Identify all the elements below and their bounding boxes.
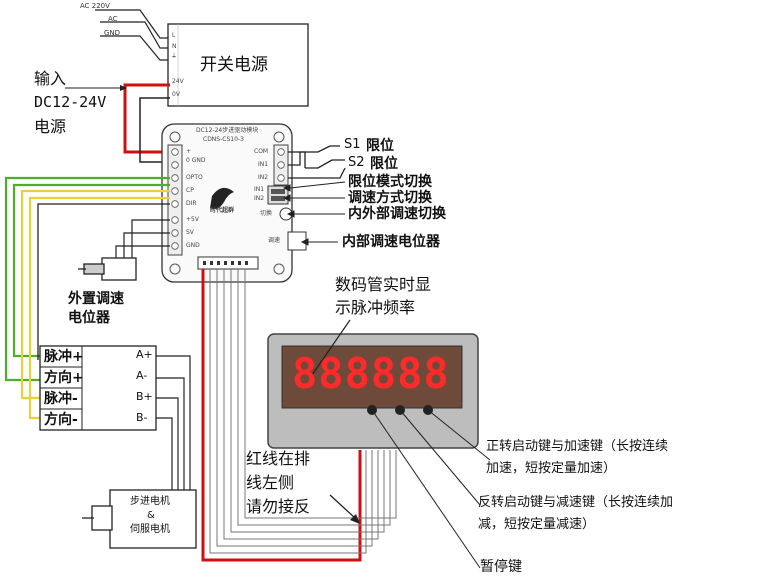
left-pin-1: 0 GND bbox=[186, 157, 206, 164]
left-pin-7: GND bbox=[186, 242, 200, 249]
forward-key-line2: 加速，短按定量加速） bbox=[486, 461, 617, 476]
internal-pot-label: 内部调速电位器 bbox=[342, 234, 440, 250]
driver-left-2: 脉冲- bbox=[44, 391, 78, 407]
ribbon-note-line3: 请勿接反 bbox=[246, 497, 311, 516]
left-pin-5: +5V bbox=[186, 216, 199, 223]
logo-mark bbox=[210, 187, 234, 210]
speed-mode-label: 调速方式切换 bbox=[348, 190, 432, 206]
s1-limit-label: 限位 bbox=[366, 138, 394, 154]
motor-wires bbox=[156, 355, 191, 500]
driver-left-0: 脉冲+ bbox=[44, 349, 84, 365]
out-0v-label: 0V bbox=[172, 91, 180, 98]
out-24v-label: 24V bbox=[172, 78, 184, 85]
switch-label-toggle: 切换 bbox=[260, 210, 273, 217]
display-window bbox=[281, 345, 463, 409]
driver-right-1: A- bbox=[136, 369, 148, 382]
forward-key-line1: 正转启动键与加速键（长按连续 bbox=[486, 439, 669, 454]
ribbon-note-line2: 线左侧 bbox=[246, 473, 295, 492]
driver-left-1: 方向+ bbox=[44, 370, 84, 386]
gnd-label: GND bbox=[104, 29, 121, 37]
left-pin-2: OPTO bbox=[186, 174, 203, 181]
earth-icon: ⏚ bbox=[171, 53, 178, 60]
left-pin-6: SV bbox=[186, 229, 194, 236]
dc-input-line3: 电源 bbox=[34, 117, 67, 136]
s1-label: S1 bbox=[344, 137, 361, 152]
gnd-wire bbox=[37, 203, 170, 360]
board-title: DC12-24步进驱动模块 bbox=[196, 127, 259, 134]
motor-body bbox=[82, 489, 197, 549]
red-power-wire bbox=[123, 83, 170, 154]
driver-right-0: A+ bbox=[136, 348, 153, 361]
ac-input-wires bbox=[95, 9, 170, 61]
limit-mode-label: 限位模式切换 bbox=[348, 174, 432, 190]
external-pot-label: 外置调速电位器 bbox=[68, 291, 124, 326]
s2-label: S2 bbox=[348, 155, 365, 170]
display-caption-line1: 数码管实时显 bbox=[335, 275, 432, 294]
power-supply-title: 开关电源 bbox=[200, 55, 268, 75]
left-pin-3: CP bbox=[186, 187, 194, 194]
reverse-key-line1: 反转启动键与减速键（长按连续加 bbox=[478, 495, 674, 510]
ribbon-header bbox=[197, 256, 259, 270]
left-pin-4: DIR bbox=[186, 200, 197, 207]
motor-line2: & bbox=[147, 510, 155, 521]
green-wire-2 bbox=[12, 183, 170, 358]
pause-key-label: 暂停键 bbox=[480, 559, 522, 575]
left-pin-0: + bbox=[186, 148, 192, 155]
board-logo-text: 时代超群 bbox=[210, 207, 235, 214]
dc-input-line1: 输入 bbox=[34, 69, 67, 88]
right-pin-0: COM bbox=[254, 148, 269, 155]
limit-switch-wires bbox=[288, 145, 346, 179]
ribbon-note-line1: 红线在排 bbox=[246, 449, 311, 468]
s2-limit-label: 限位 bbox=[370, 156, 398, 172]
driver-board bbox=[161, 123, 293, 283]
right-pin-1: IN1 bbox=[258, 161, 269, 168]
ac-label: AC bbox=[108, 15, 118, 23]
driver-right-3: B- bbox=[136, 411, 148, 424]
driver-left-3: 方向- bbox=[44, 412, 78, 428]
display-caption-line2: 示脉冲频率 bbox=[335, 298, 416, 317]
dc-input-line2: DC12-24V bbox=[34, 93, 107, 111]
motor-line1: 步进电机 bbox=[130, 496, 170, 507]
external-pot bbox=[78, 257, 137, 281]
pin-n-label: N bbox=[172, 43, 177, 50]
zero-volt-wire bbox=[139, 97, 170, 163]
int-ext-label: 内外部调速切换 bbox=[348, 206, 446, 222]
power-supply-box bbox=[167, 23, 309, 107]
reverse-key-line2: 减，短按定量减速） bbox=[478, 517, 596, 532]
switch-label-in2: IN2 bbox=[254, 195, 265, 202]
ac-220v-label: AC 220V bbox=[80, 2, 110, 10]
driver-right-2: B+ bbox=[136, 390, 153, 403]
motor-line3: 伺服电机 bbox=[130, 524, 170, 535]
board-model: CDNS-CS10-3 bbox=[203, 136, 244, 143]
right-pin-2: IN2 bbox=[258, 174, 269, 181]
pot-label: 调速 bbox=[268, 237, 281, 244]
ribbon-cable bbox=[201, 269, 397, 562]
pin-l-label: L bbox=[172, 32, 176, 39]
switch-label-in1: IN1 bbox=[254, 186, 265, 193]
seven-segment-display: 888888 bbox=[292, 349, 450, 398]
yellow-wire-2 bbox=[28, 196, 170, 420]
